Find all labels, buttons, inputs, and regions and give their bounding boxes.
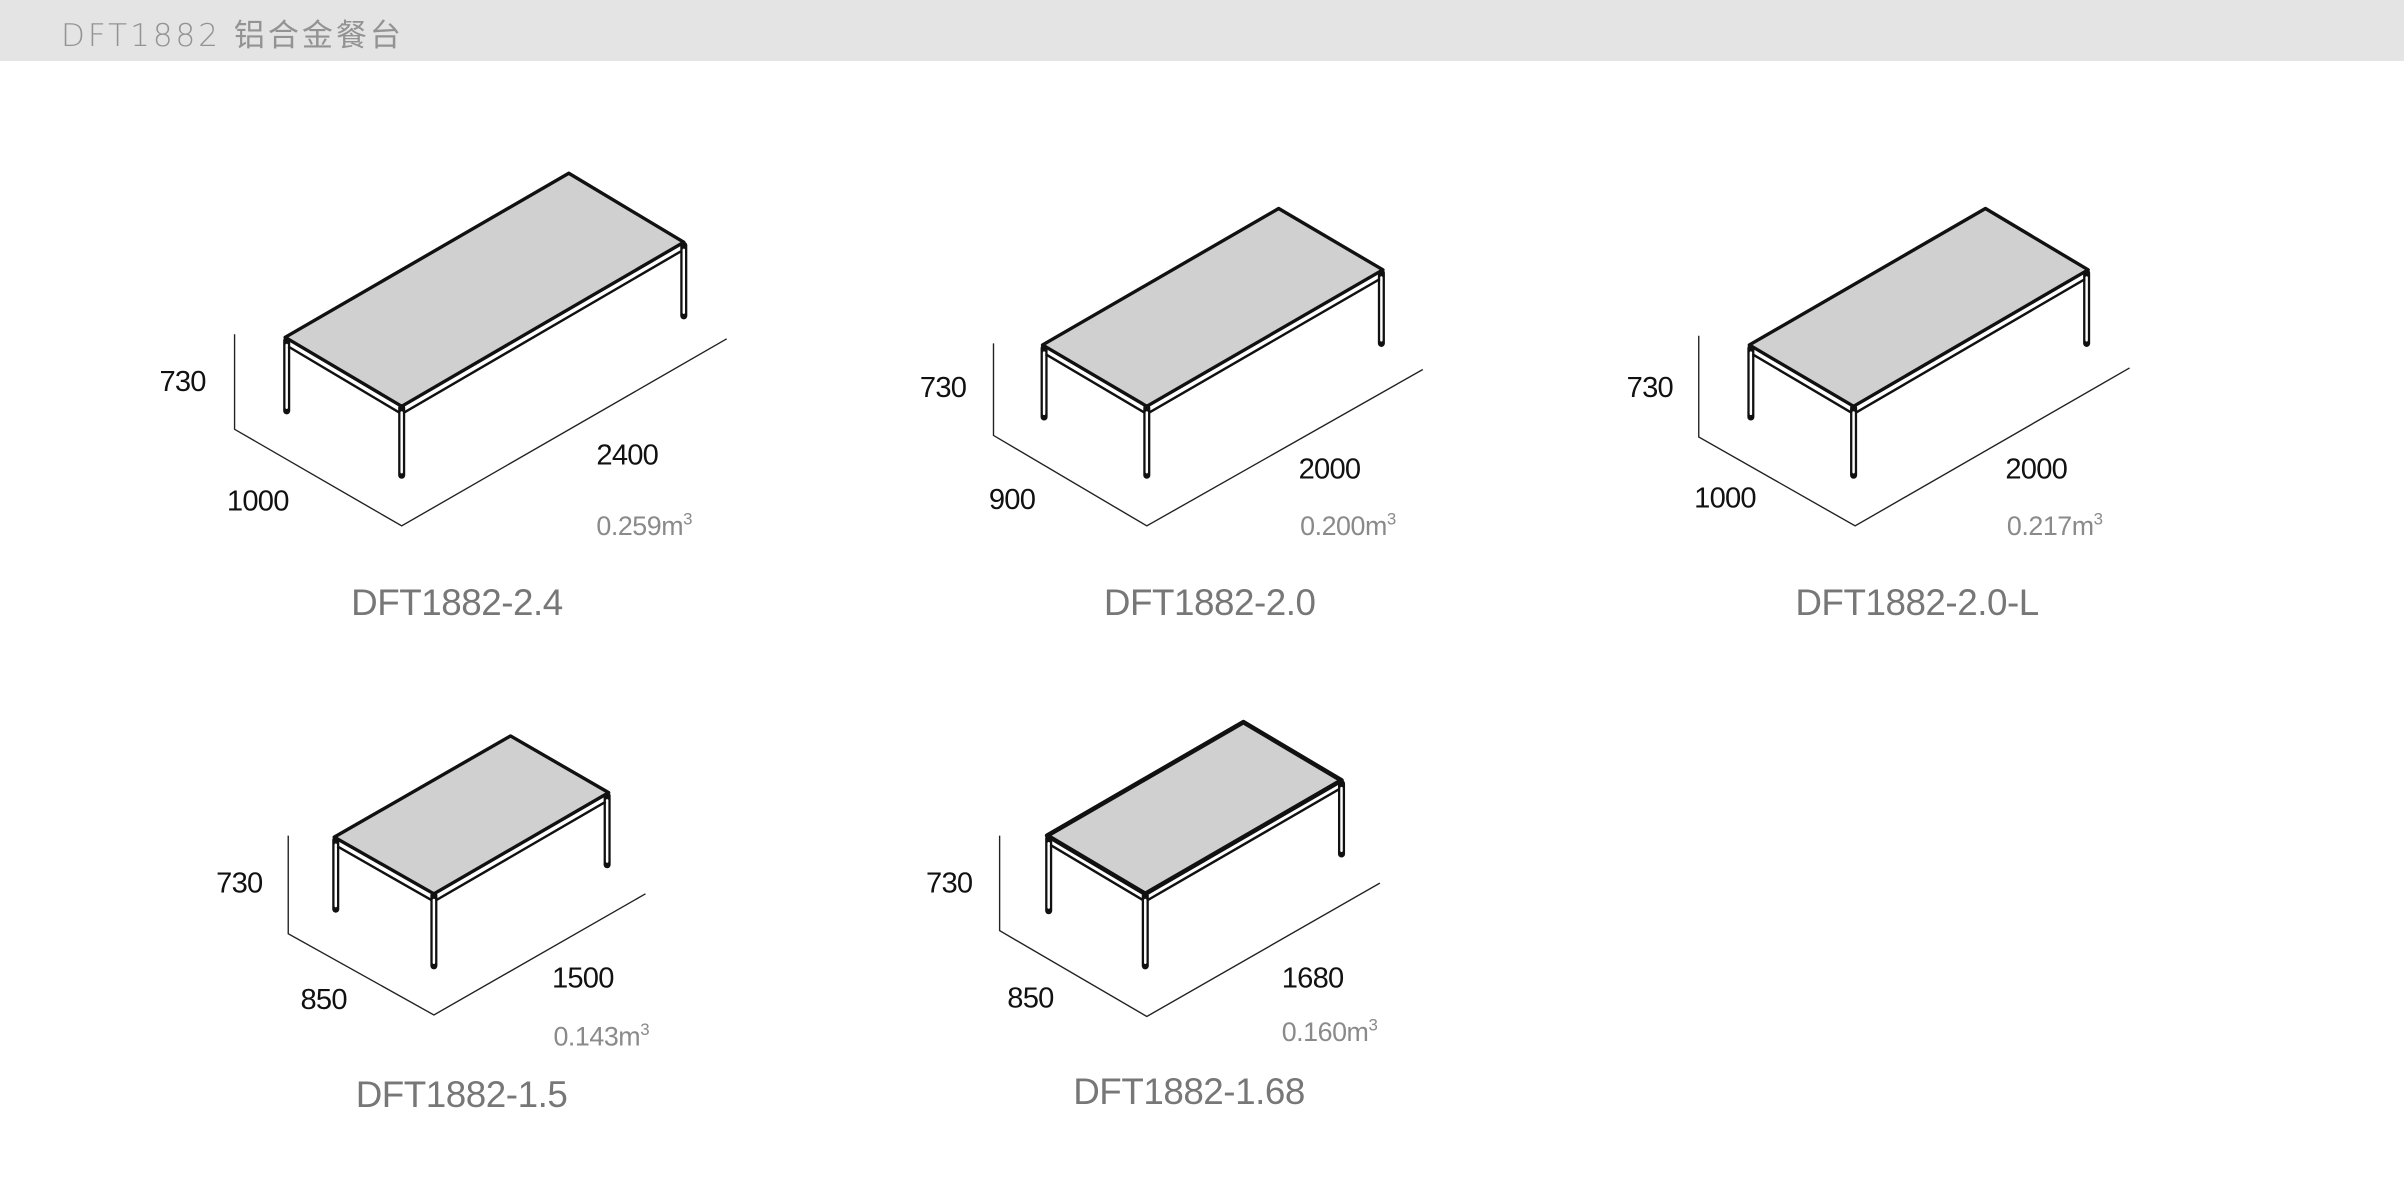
table-card-dft1882-2-0-l: 730 1000 2000 0.217m3 DFT1882-2.0-L [1627,206,2130,623]
dimension-lines [998,835,1381,1018]
volume-label: 0.160m3 [1282,1015,1378,1047]
height-label: 730 [920,372,967,404]
length-label: 2000 [1299,453,1361,485]
height-label: 730 [216,867,263,899]
volume-label: 0.143m3 [553,1020,649,1052]
height-label: 730 [1627,372,1674,404]
height-label: 730 [159,366,206,398]
table-card-dft1882-2-0: 730 900 2000 0.200m3 DFT1882-2.0 [920,206,1424,623]
dimension-lines [992,343,1424,527]
model-name: DFT1882-2.4 [351,582,563,623]
depth-label: 1000 [227,486,289,518]
length-label: 1680 [1282,962,1344,994]
table-card-dft1882-2-4: 730 1000 2400 0.259m3 DFT1882-2.4 [159,171,728,623]
header-bar: DFT1882 铝合金餐台 [0,0,2404,61]
table-drawing [283,171,688,479]
table-drawing [1044,719,1346,970]
model-name: DFT1882-1.68 [1073,1071,1305,1112]
depth-label: 850 [301,984,348,1016]
dimension-lines [1698,335,2130,527]
length-label: 2400 [596,440,658,472]
depth-label: 1000 [1694,482,1756,514]
length-label: 2000 [2005,453,2067,485]
model-name: DFT1882-1.5 [356,1074,568,1115]
volume-label: 0.259m3 [596,509,692,541]
table-drawing [332,734,611,970]
dimension-lines [233,334,728,527]
height-label: 730 [926,867,973,899]
length-label: 1500 [552,962,614,994]
volume-label: 0.200m3 [1300,509,1396,541]
model-name: DFT1882-2.0-L [1795,582,2038,623]
volume-label: 0.217m3 [2007,509,2103,541]
page-title: DFT1882 铝合金餐台 [61,18,404,54]
depth-label: 900 [989,484,1036,516]
depth-label: 850 [1007,982,1054,1014]
table-drawing [1747,206,2091,479]
table-card-dft1882-1-5: 730 850 1500 0.143m3 DFT1882-1.5 [216,734,650,1115]
model-name: DFT1882-2.0 [1104,582,1316,623]
dimension-lines [287,835,646,1016]
table-drawing [1040,206,1385,479]
table-card-dft1882-1-68: 730 850 1680 0.160m3 DFT1882-1.68 [926,719,1381,1112]
